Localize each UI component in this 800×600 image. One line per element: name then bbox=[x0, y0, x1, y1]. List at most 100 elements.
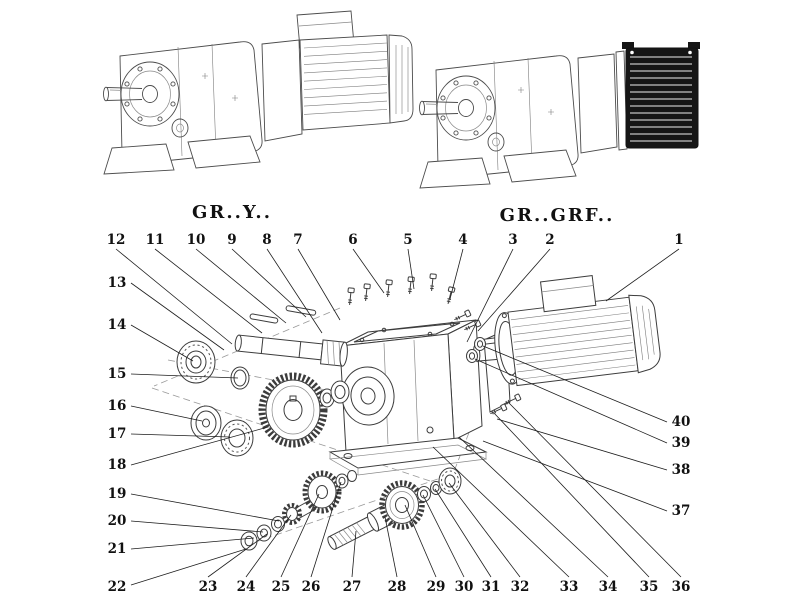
fan-cover-left bbox=[388, 34, 414, 124]
callout-number-37: 37 bbox=[672, 503, 691, 519]
black-finned-cover bbox=[625, 47, 699, 149]
shaft-key bbox=[285, 305, 317, 316]
callout-number-29: 29 bbox=[427, 579, 446, 595]
callout-8: 8 bbox=[261, 231, 323, 334]
callout-29: 29 bbox=[404, 504, 447, 597]
exploded-view bbox=[151, 273, 661, 551]
motor-adapter-left bbox=[261, 39, 303, 142]
callout-number-5: 5 bbox=[403, 232, 412, 248]
callout-number-6: 6 bbox=[348, 232, 357, 248]
callout-number-28: 28 bbox=[388, 579, 407, 595]
callouts: 12 11 10 9 8 7 6 5 4 3 2 1 13 14 15 16 1… bbox=[105, 231, 692, 597]
callout-number-31: 31 bbox=[482, 579, 501, 595]
callout-number-11: 11 bbox=[146, 232, 165, 248]
callout-24: 24 bbox=[235, 514, 292, 597]
cover-tab-left bbox=[622, 42, 634, 49]
callout-20: 20 bbox=[106, 512, 264, 533]
callout-number-33: 33 bbox=[560, 579, 579, 595]
cover-bolt-icon bbox=[630, 50, 634, 55]
output-gear bbox=[379, 480, 425, 530]
callout-2: 2 bbox=[477, 231, 556, 332]
callout-number-30: 30 bbox=[455, 579, 474, 595]
callout-7: 7 bbox=[292, 231, 341, 321]
drain-plug bbox=[426, 426, 434, 434]
callout-number-38: 38 bbox=[672, 462, 691, 478]
callout-26: 26 bbox=[300, 481, 342, 597]
callout-number-35: 35 bbox=[640, 579, 659, 595]
motor-fins bbox=[510, 305, 636, 380]
callout-35: 35 bbox=[493, 412, 660, 597]
callout-number-2: 2 bbox=[545, 232, 554, 248]
callout-5: 5 bbox=[402, 231, 415, 290]
callout-number-23: 23 bbox=[199, 579, 218, 595]
callout-10: 10 bbox=[185, 231, 287, 324]
motor-adapter-right bbox=[577, 53, 618, 154]
callout-23: 23 bbox=[197, 533, 268, 597]
callout-number-7: 7 bbox=[293, 232, 302, 248]
variant-label-right: GR..GRF.. bbox=[500, 205, 615, 226]
callout-37: 37 bbox=[482, 440, 692, 521]
black-cover-fins bbox=[630, 56, 692, 142]
callout-21: 21 bbox=[106, 537, 255, 559]
callout-number-26: 26 bbox=[302, 579, 321, 595]
callout-1: 1 bbox=[605, 231, 685, 302]
housing-top-bolts bbox=[346, 273, 456, 306]
spacer-right bbox=[615, 50, 628, 151]
callout-number-39: 39 bbox=[672, 435, 691, 451]
callout-number-1: 1 bbox=[674, 232, 683, 248]
callout-13: 13 bbox=[106, 274, 225, 351]
housing-cover-plate bbox=[353, 322, 461, 343]
callout-number-4: 4 bbox=[458, 232, 467, 248]
callout-32: 32 bbox=[448, 482, 531, 597]
callout-number-21: 21 bbox=[108, 541, 127, 557]
callout-number-14: 14 bbox=[108, 317, 127, 333]
callout-36: 36 bbox=[508, 402, 692, 597]
gear-housing-left bbox=[103, 41, 263, 175]
callout-number-32: 32 bbox=[511, 579, 530, 595]
callout-15: 15 bbox=[106, 365, 239, 384]
callout-38: 38 bbox=[496, 418, 692, 480]
callout-3: 3 bbox=[466, 231, 519, 343]
callout-number-10: 10 bbox=[187, 232, 206, 248]
motor-body-left bbox=[299, 34, 391, 131]
callout-number-24: 24 bbox=[237, 579, 256, 595]
motor bbox=[473, 275, 661, 387]
callout-4: 4 bbox=[449, 231, 469, 300]
callout-12: 12 bbox=[105, 231, 233, 345]
callout-number-15: 15 bbox=[108, 366, 127, 382]
gearmotor-illustration-left bbox=[103, 10, 414, 175]
callout-27: 27 bbox=[341, 530, 363, 597]
gear-housing-right bbox=[419, 55, 579, 189]
callout-40: 40 bbox=[482, 345, 692, 432]
cover-tab-right bbox=[688, 42, 700, 49]
motor-fins-left bbox=[303, 42, 388, 115]
callout-18: 18 bbox=[106, 426, 269, 475]
callout-number-40: 40 bbox=[672, 414, 691, 430]
callout-39: 39 bbox=[474, 358, 692, 453]
gearmotor-illustration-right bbox=[419, 42, 700, 189]
callout-number-3: 3 bbox=[508, 232, 517, 248]
callout-number-36: 36 bbox=[672, 579, 691, 595]
callout-number-17: 17 bbox=[108, 426, 127, 442]
callout-number-12: 12 bbox=[107, 232, 126, 248]
callout-28: 28 bbox=[384, 516, 408, 597]
output-bearing bbox=[438, 467, 462, 495]
shaft-key bbox=[249, 313, 279, 324]
callout-16: 16 bbox=[106, 397, 203, 422]
input-pinion-shaft bbox=[234, 305, 348, 367]
callout-9: 9 bbox=[226, 231, 307, 318]
callout-number-25: 25 bbox=[272, 579, 291, 595]
motor-terminal-box bbox=[539, 275, 597, 313]
callout-17: 17 bbox=[106, 425, 231, 444]
callout-number-20: 20 bbox=[108, 513, 127, 529]
intermediate-bearing bbox=[220, 419, 254, 457]
callout-11: 11 bbox=[144, 231, 263, 334]
end-cover-cap bbox=[190, 405, 222, 441]
callout-6: 6 bbox=[347, 231, 385, 294]
motor-fan-cover bbox=[628, 294, 661, 374]
callout-22: 22 bbox=[106, 548, 247, 597]
callout-31: 31 bbox=[434, 488, 502, 597]
output-shaft-assembly bbox=[327, 467, 462, 550]
